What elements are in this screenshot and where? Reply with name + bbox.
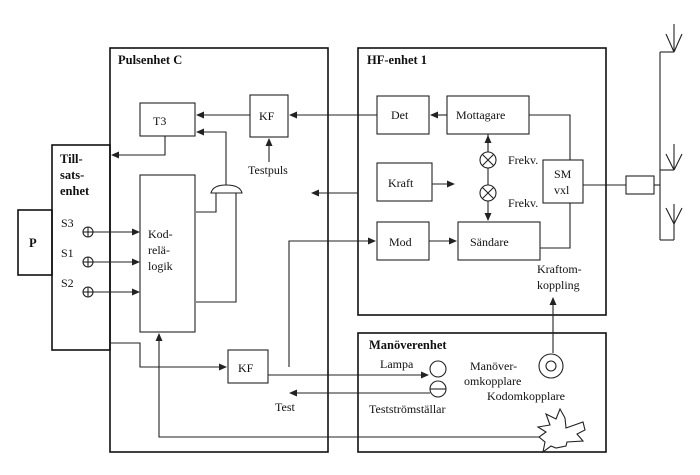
- sandare-block: [457, 221, 541, 261]
- frekv-label-1: Frekv.: [508, 153, 538, 167]
- teststromstallar-label: Testströmställar: [369, 402, 445, 416]
- testpuls-label: Testpuls: [248, 163, 288, 177]
- kodomkopplare-label: Kodomkopplare: [487, 389, 565, 403]
- vxl-label: vxl: [554, 183, 570, 197]
- test-switch-icon: [429, 380, 447, 398]
- tillsats-label-2: sats-: [60, 168, 84, 182]
- kraftomkoppling-label-2: koppling: [537, 278, 580, 292]
- kf-top-block: [249, 94, 289, 138]
- kf-bottom-label: KF: [238, 361, 254, 375]
- lamp-icon: [429, 360, 447, 378]
- tillsats-label-3: enhet: [60, 184, 90, 198]
- sandare-label: Sändare: [470, 235, 509, 249]
- s1-switch-icon: [82, 256, 94, 268]
- test-label: Test: [275, 400, 295, 414]
- kodrelalogik-label-1: Kod-: [148, 227, 173, 241]
- mottagare-block: [446, 95, 530, 135]
- frequency-cross-icon-2: [479, 184, 497, 202]
- p-frame: [17, 209, 53, 276]
- s2-label: S2: [61, 276, 74, 290]
- det-block: [376, 95, 430, 135]
- tillsats-label-1: Till-: [60, 152, 83, 166]
- sm-label: SM: [554, 167, 572, 181]
- manoverenhet-title: Manöverenhet: [369, 338, 447, 352]
- coupler-block: [625, 175, 655, 195]
- t3-block: [139, 102, 196, 137]
- kodomkopplare-star-icon: [536, 407, 586, 454]
- sm-vxl-block: [542, 159, 584, 204]
- lampa-label: Lampa: [380, 357, 414, 371]
- relay-contact-icon: [210, 184, 243, 194]
- s3-switch-icon: [82, 226, 94, 238]
- p-label: P: [29, 236, 37, 250]
- s1-label: S1: [61, 246, 74, 260]
- manoverom-label-2: omkopplare: [464, 374, 521, 388]
- hfenhet-frame: [357, 47, 607, 316]
- kraftomkoppling-label-1: Kraftom-: [537, 262, 582, 276]
- hfenhet-title: HF-enhet 1: [367, 53, 427, 67]
- kraft-label: Kraft: [388, 176, 414, 190]
- mod-label: Mod: [389, 235, 412, 249]
- kraft-block: [376, 162, 433, 202]
- t3-label: T3: [153, 114, 166, 128]
- kodrelalogik-label-3: logik: [148, 259, 173, 273]
- kf-bottom-block: [227, 349, 269, 384]
- frekv-label-2: Frekv.: [508, 196, 538, 210]
- manoverom-switch-icon: [538, 353, 564, 379]
- kodrelalogik-label-2: relä-: [148, 243, 170, 257]
- pulsenhet-title: Pulsenhet C: [118, 53, 182, 67]
- kodrelalogik-block: [139, 174, 196, 333]
- mottagare-label: Mottagare: [456, 108, 505, 122]
- connections: [93, 51, 675, 438]
- s2-switch-icon: [82, 286, 94, 298]
- kf-top-label: KF: [259, 109, 275, 123]
- frequency-cross-icon-1: [479, 151, 497, 169]
- antenna-icon-2: [665, 144, 683, 171]
- mod-block: [376, 221, 430, 261]
- s3-label: S3: [61, 216, 74, 230]
- antenna-icon-3: [665, 204, 683, 225]
- manoverom-label-1: Manöver-: [470, 359, 517, 373]
- antenna-icon-1: [665, 24, 683, 53]
- det-label: Det: [391, 108, 409, 122]
